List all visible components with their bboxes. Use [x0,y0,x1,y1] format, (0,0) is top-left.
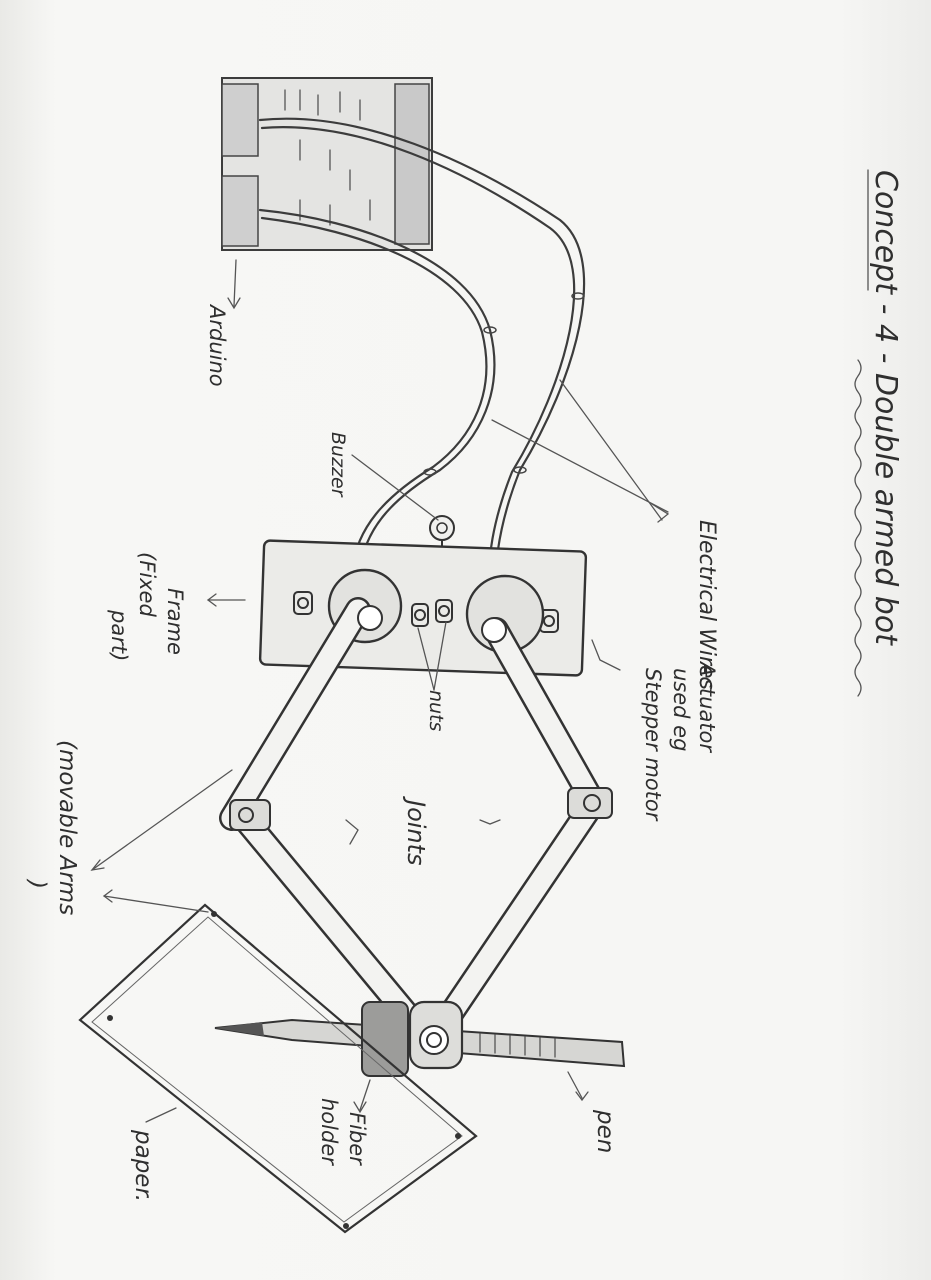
label-paper: paper. [130,1129,156,1202]
label-nuts: nuts [425,690,447,732]
label-frame-line3: part) [107,609,131,661]
title-text: Concept - 4 - Double armed bot [868,170,903,646]
title-squiggle [855,360,861,696]
label-movable-arms-line1: (movable Arms [54,740,80,915]
frame-fixed-part [260,540,586,675]
label-joints: Joints [402,796,430,866]
label-pen: pen [592,1109,618,1153]
label-frame-line1: Frame [163,588,187,655]
label-buzzer: Buzzer [327,432,349,498]
label-movable-arms-line2: ) [24,878,50,889]
fiber-holder [362,1002,462,1076]
label-fiber-holder-line2: holder [317,1098,341,1166]
arduino-board [222,78,432,250]
label-arduino: Arduino [205,303,229,387]
label-actuator-line1: Actuator [695,660,719,753]
label-fiber-holder-line1: Fiber [345,1112,369,1166]
label-actuator-line3: Stepper motor [641,668,665,822]
label-actuator-line2: used eg [669,668,693,751]
label-frame-line2: (Fixed [135,552,159,617]
